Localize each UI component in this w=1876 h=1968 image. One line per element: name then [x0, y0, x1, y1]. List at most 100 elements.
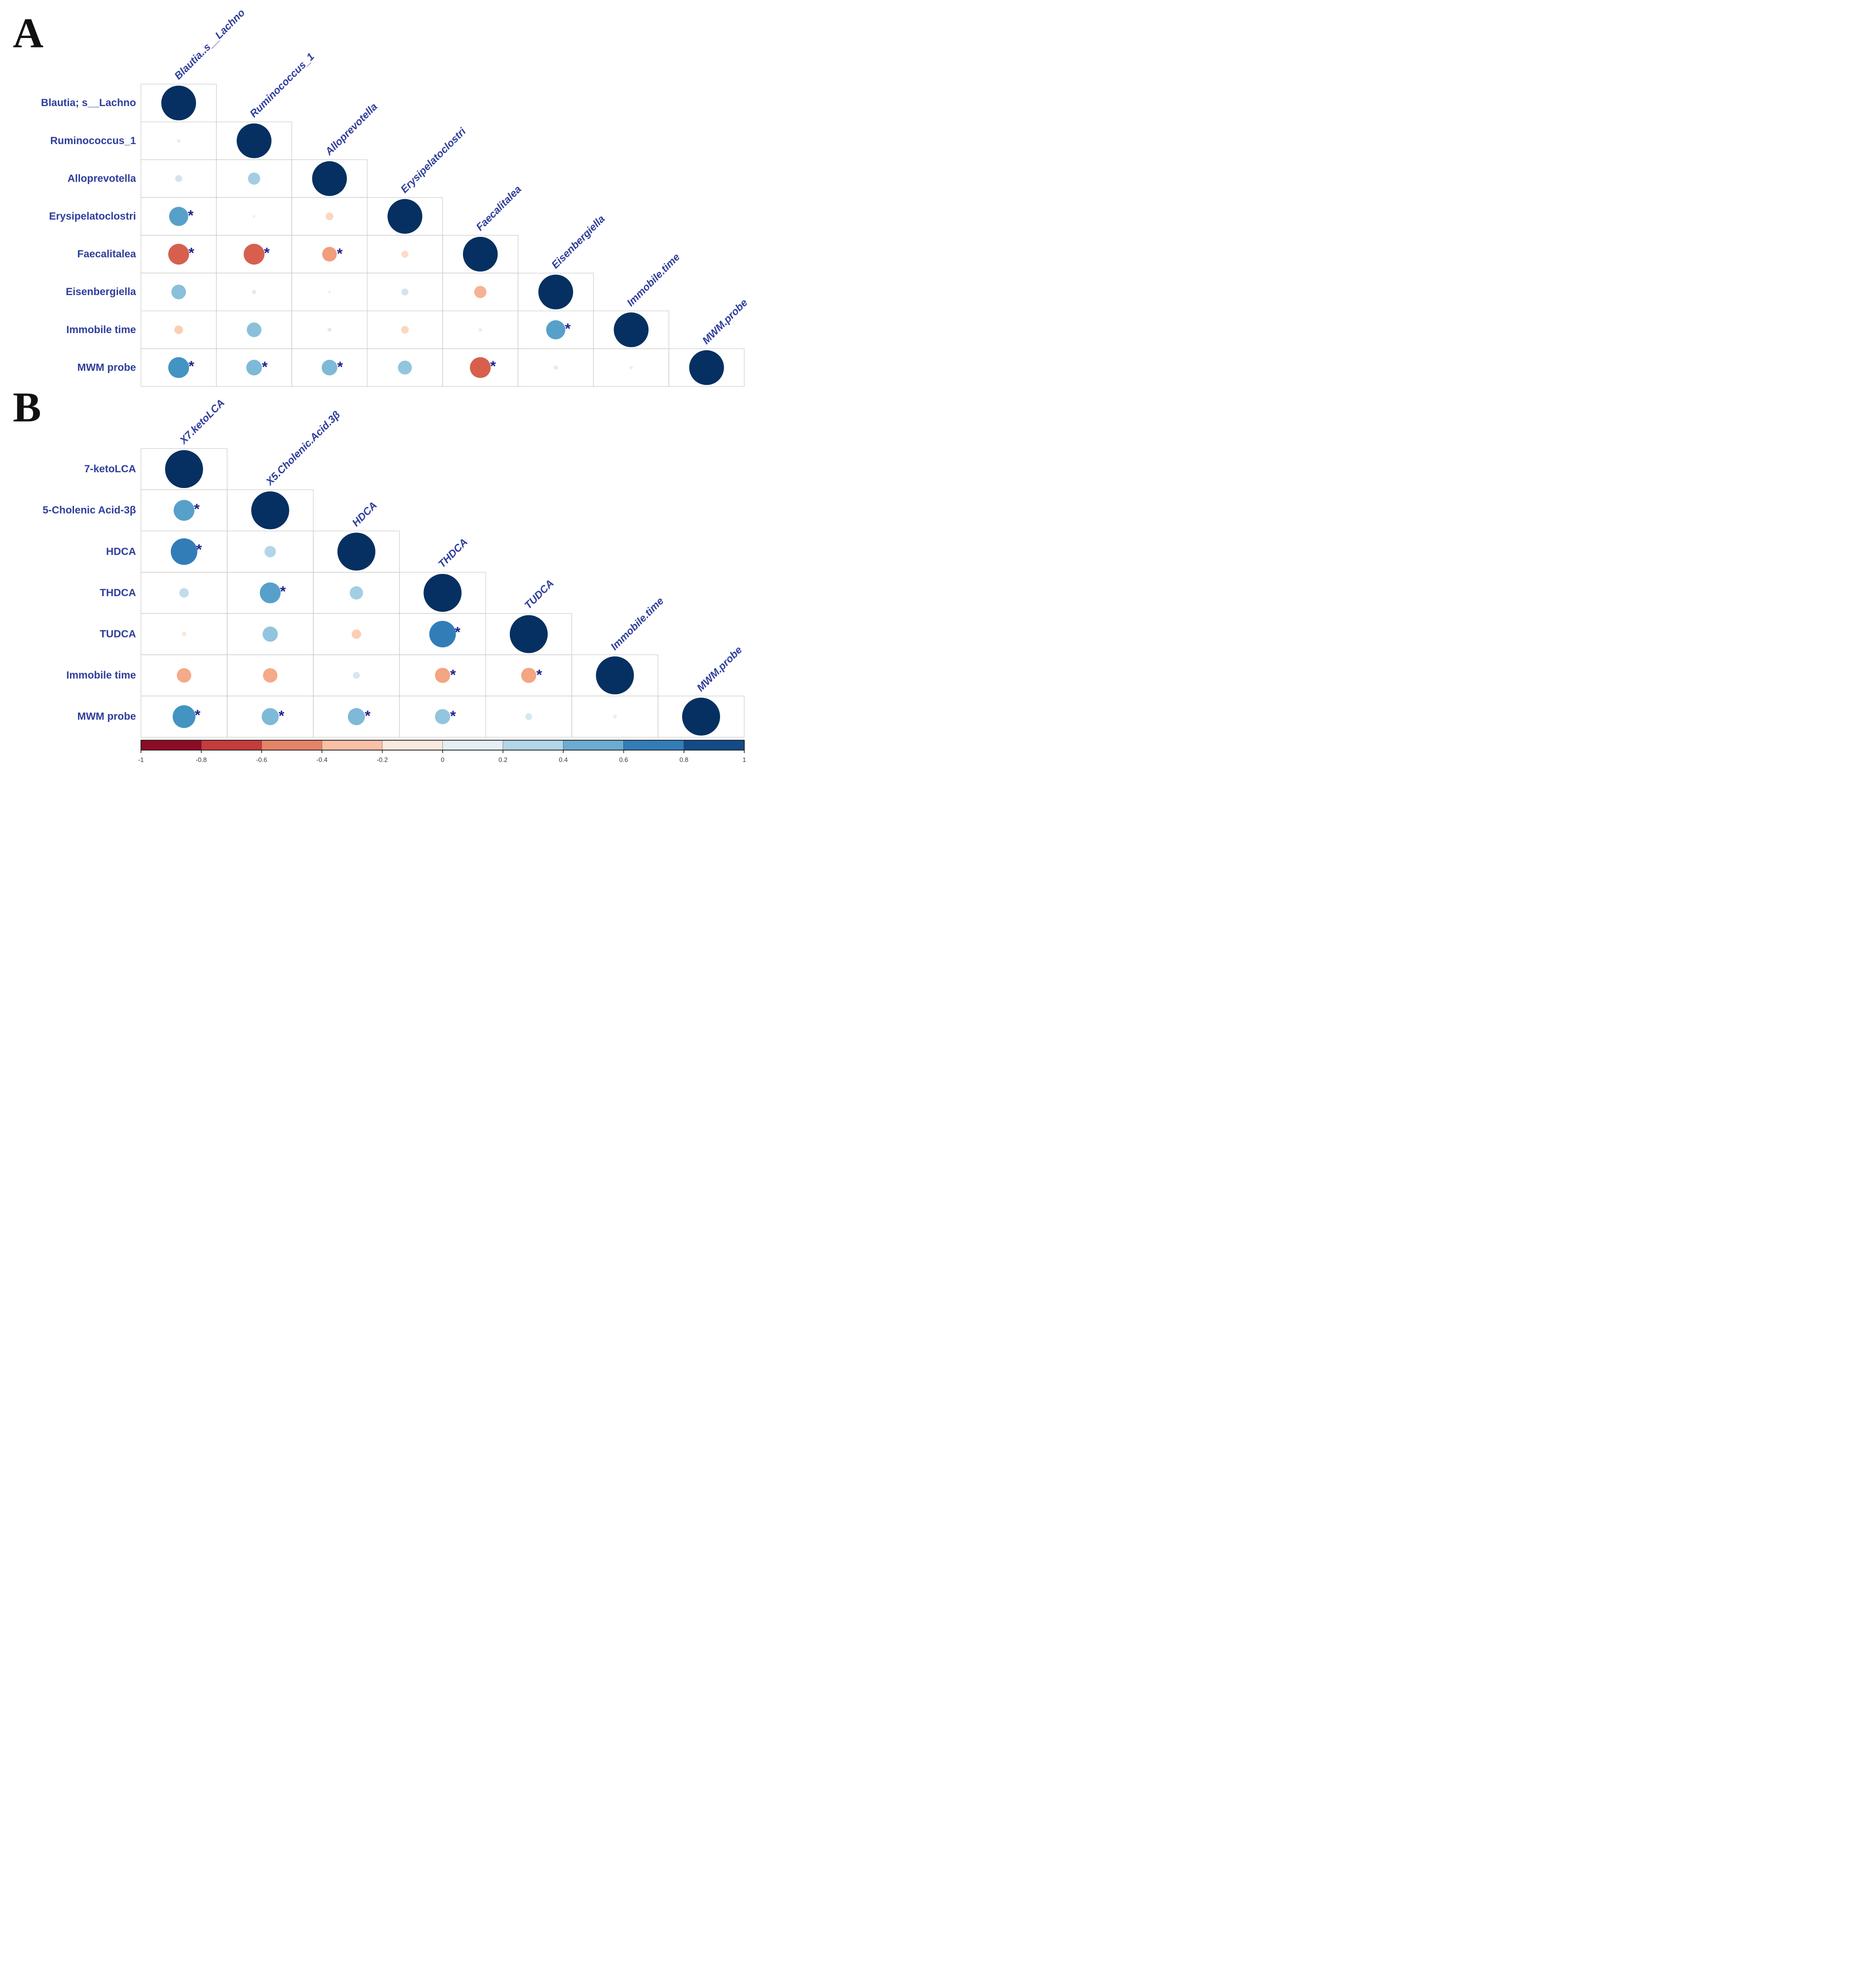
colorbar-tick-label: -0.4: [316, 756, 327, 763]
correlation-circle: [165, 450, 203, 489]
row-label: TUDCA: [100, 629, 136, 640]
significance-asterisk: *: [565, 321, 571, 337]
column-label: Blautia..s__Lachno: [172, 7, 247, 82]
matrix-cell: [668, 348, 745, 387]
correlation-circle: [312, 161, 347, 196]
correlation-circle: [337, 532, 376, 571]
correlation-circle: [470, 357, 491, 378]
corrplot-canvas: *********Blautia; s__LachnoRuminococcus_…: [41, 7, 750, 763]
correlation-circle: [435, 668, 451, 683]
colorbar-segment: [321, 740, 383, 751]
colorbar-tick-label: 0.6: [619, 756, 628, 763]
colorbar-tick-label: 1: [742, 756, 746, 763]
colorbar-tick-label: -0.8: [196, 756, 207, 763]
correlation-circle: [401, 326, 409, 334]
row-label: 7-ketoLCA: [84, 463, 136, 475]
correlation-circle: [177, 139, 181, 143]
correlation-circle: [474, 286, 487, 299]
row-label: THDCA: [100, 587, 136, 599]
significance-asterisk: *: [188, 207, 194, 224]
significance-asterisk: *: [450, 667, 456, 683]
colorbar-segment: [141, 740, 202, 751]
column-label: THDCA: [436, 536, 470, 570]
significance-asterisk: *: [455, 624, 460, 641]
correlation-circle: [252, 290, 257, 294]
column-label: MWM.probe: [695, 644, 745, 694]
correlation-circle: [401, 288, 409, 296]
correlation-circle: [613, 312, 649, 347]
row-label: 5-Cholenic Acid-3β: [42, 505, 136, 516]
significance-asterisk: *: [194, 707, 200, 723]
significance-asterisk: *: [280, 584, 286, 600]
column-label: HDCA: [350, 499, 379, 529]
correlation-circle: [170, 538, 197, 565]
correlation-circle: [401, 251, 409, 258]
colorbar-tick-label: 0.2: [498, 756, 507, 763]
significance-asterisk: *: [196, 542, 202, 558]
row-label: Ruminococcus_1: [50, 135, 136, 147]
correlation-circle: [171, 284, 186, 300]
correlation-circle: [353, 672, 360, 679]
correlation-circle: [613, 715, 617, 719]
correlation-circle: [327, 328, 332, 332]
correlation-circle: [629, 366, 633, 370]
correlation-circle: [182, 632, 187, 637]
significance-asterisk: *: [278, 708, 284, 724]
significance-asterisk: *: [536, 667, 542, 683]
correlation-circle: [252, 215, 256, 218]
colorbar-tick-label: -0.6: [256, 756, 267, 763]
correlation-circle: [251, 491, 289, 530]
significance-asterisk: *: [490, 358, 496, 375]
correlation-circle: [349, 586, 363, 600]
correlation-circle: [179, 588, 189, 598]
correlation-circle: [177, 668, 191, 683]
correlation-circle: [262, 708, 279, 725]
colorbar-segment: [623, 740, 685, 751]
column-label: X7.ketoLCA: [177, 397, 227, 447]
colorbar-segment: [502, 740, 564, 751]
panel-a-label: A: [13, 9, 44, 57]
correlation-circle: [596, 656, 634, 695]
column-label: Immobile.time: [609, 595, 666, 652]
correlation-circle: [172, 705, 195, 728]
correlation-circle: [521, 668, 536, 683]
correlation-circle: [478, 328, 482, 332]
correlation-circle: [328, 290, 331, 294]
correlation-circle: [175, 175, 183, 182]
correlation-circle: [263, 668, 278, 683]
correlation-circle: [429, 621, 456, 647]
correlation-circle: [351, 629, 361, 639]
significance-asterisk: *: [337, 246, 343, 262]
correlation-circle: [347, 708, 365, 725]
correlation-circle: [236, 123, 272, 158]
correlation-circle: [248, 172, 261, 185]
column-label: Immobile.time: [625, 251, 682, 308]
significance-asterisk: *: [365, 708, 371, 724]
significance-asterisk: *: [189, 245, 194, 261]
colorbar-segment: [382, 740, 443, 751]
correlation-circle: [538, 274, 574, 309]
row-label: HDCA: [106, 546, 136, 557]
colorbar-tick-label: 0.4: [559, 756, 568, 763]
correlation-circle: [168, 243, 190, 265]
correlation-circle: [322, 247, 337, 262]
column-label: Ruminococcus_1: [248, 51, 316, 119]
row-label: Faecalitalea: [77, 249, 136, 260]
correlation-circle: [243, 243, 265, 265]
correlation-circle: [398, 360, 412, 375]
column-label: MWM.probe: [700, 297, 750, 347]
colorbar-segment: [563, 740, 624, 751]
correlation-circle: [325, 212, 334, 221]
row-label: Immobile time: [66, 670, 136, 681]
correlation-circle: [246, 360, 262, 376]
correlation-circle: [247, 322, 262, 338]
column-label: TUDCA: [523, 577, 556, 611]
correlation-circle: [553, 365, 558, 370]
colorbar-segment: [261, 740, 322, 751]
matrix-cell: [657, 695, 745, 738]
colorbar-tick-label: 0: [441, 756, 444, 763]
colorbar-tick-label: 0.8: [680, 756, 689, 763]
correlation-circle: [173, 500, 195, 521]
significance-asterisk: *: [264, 245, 270, 261]
